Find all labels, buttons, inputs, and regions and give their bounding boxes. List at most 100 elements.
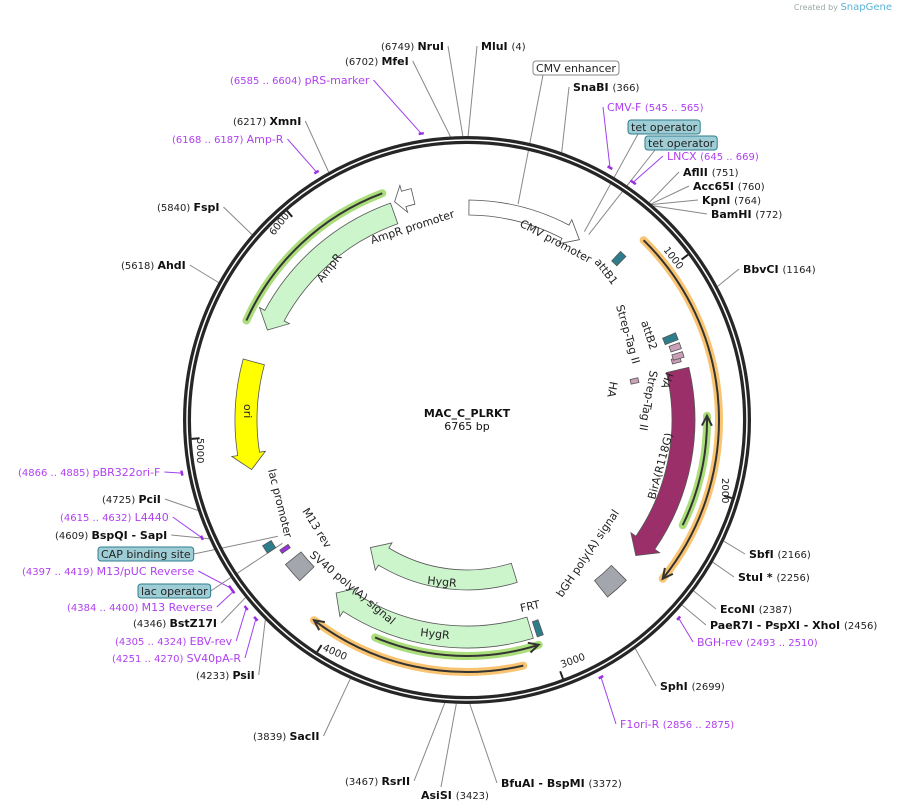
backbone-ring [183,136,751,704]
primer-label: (4615 .. 4632) L4440 [60,511,169,524]
enzyme-label-name: AflII [683,166,712,179]
enzyme-label: SnaBI (366) [573,81,639,94]
feature-attb1 [611,250,627,267]
feature-ampr-promoter [394,184,416,214]
leader-line [561,86,570,153]
enzyme-label: EcoNI (2387) [720,603,792,616]
primer-mark [230,589,236,595]
primer-label-position: (4251 .. 4270) [112,654,187,665]
primer-mark [243,605,249,611]
leader-line [634,648,657,687]
feature-label: Strep-Tag II [636,369,659,431]
leader-line [189,264,219,283]
enzyme-label: (5618) AhdI [121,259,186,272]
enzyme-label-name: SacII [289,730,319,743]
leader-line [649,171,680,203]
tick-mark [191,437,200,440]
snapgene-watermark: Created by SnapGene [794,2,892,13]
primer-label-name: M13/pUC Reverse [97,565,195,578]
orf-line-green-left [245,192,383,321]
primer-mark [607,165,613,171]
primer-label: (6168 .. 6187) Amp-R [172,133,284,146]
enzyme-label-position: (6749) [381,42,417,53]
leader-line [164,471,182,474]
boxed-label-tet-operator: tet operator [627,119,701,135]
label-box [532,60,620,76]
primer-label: (4305 .. 4324) EBV-rev [115,635,233,648]
enzyme-label: (4346) BstZ17I [133,617,217,630]
enzyme-label-position: (2699) [692,682,725,693]
feature-cmv-promoter [468,199,580,245]
enzyme-label: PaeR7I - PspXI - XhoI (2456) [710,619,877,632]
primer-mark [253,616,259,622]
enzyme-label-position: (4233) [196,671,232,682]
primer-label-position: (2856 .. 2875) [663,720,735,731]
enzyme-label-position: (3372) [589,779,622,790]
enzyme-label-name: NruI [417,40,444,53]
leader-line [717,268,740,287]
tick-mark [723,494,732,500]
primer-label: LNCX (645 .. 669) [667,150,759,163]
label-box [97,546,195,562]
primer-label-name: M13 Reverse [142,601,213,614]
primer-label-name: CMV-F [607,101,645,114]
enzyme-label-position: (2256) [777,573,810,584]
watermark-brand: SnapGene [840,2,892,13]
enzyme-label-position: (5618) [121,261,157,272]
primer-label-position: (4615 .. 4632) [60,513,135,524]
enzyme-label-name: EcoNI [720,603,759,616]
leader-line [447,45,464,137]
primer-label-position: (4866 .. 4885) [18,468,93,479]
enzyme-label-position: (2387) [759,605,792,616]
enzyme-label-position: (6217) [233,117,269,128]
leader-line [712,561,735,578]
leader-line [223,206,253,235]
boxed-label-text: CAP binding site [101,548,191,561]
enzyme-label-position: (3423) [456,791,489,802]
leader-line [193,535,279,555]
leader-line [258,619,266,676]
orf-line-orange-bottom-arrowhead [312,618,326,631]
map-length: 6765 bp [444,420,489,433]
boxed-label-CMV-enhancer: CMV enhancer [532,60,620,76]
feature-label: HA [658,371,675,390]
feature-label: lac promoter [265,468,295,540]
leader-line [723,540,746,555]
enzyme-label-name: BstZ17I [169,617,217,630]
primer-label-name: BGH-rev [697,636,746,649]
primer-mark [199,535,205,541]
primer-label: (4397 .. 4419) M13/pUC Reverse [22,565,194,578]
feature-ori [230,358,267,471]
tick-label: 2000 [719,478,730,503]
boxed-label-CAP-binding-site: CAP binding site [97,546,195,562]
tick-mark [680,253,689,261]
enzyme-label: (3839) SacII [253,730,320,743]
feature-strep-tag-ii [668,342,682,353]
boxed-label-lac-operator: lac operator [137,583,212,599]
enzyme-label-name: PsiI [232,669,254,682]
primer-mark [629,179,637,186]
leader-lines [164,45,746,788]
feature-m13-rev [279,543,291,555]
primer-label: (4866 .. 4885) pBR322ori-F [18,466,160,479]
feature-ampr [258,202,399,331]
primer-mark [598,674,604,680]
enzyme-label-position: (760) [738,182,765,193]
enzyme-label-name: AhdI [157,259,185,272]
tick-mark [559,670,564,680]
leader-line [600,677,617,725]
primer-label-position: (4397 .. 4419) [22,567,97,578]
primer-label-name: SV40pA-R [187,652,242,665]
enzyme-label-position: (366) [612,83,639,94]
orf-line-orange-bottom [313,619,524,673]
feature-ha [629,377,640,385]
leader-line [220,597,246,624]
enzyme-label-position: (6702) [345,57,381,68]
boxed-label-text: lac operator [141,585,208,598]
boxed-label-tet-operator: tet operator [644,135,718,151]
boxed-label-text: CMV enhancer [536,62,616,75]
enzyme-label-name: SbfI [749,548,778,561]
enzyme-label-name: AsiSI [421,789,456,802]
primer-label-name: pRS-marker [305,74,370,87]
